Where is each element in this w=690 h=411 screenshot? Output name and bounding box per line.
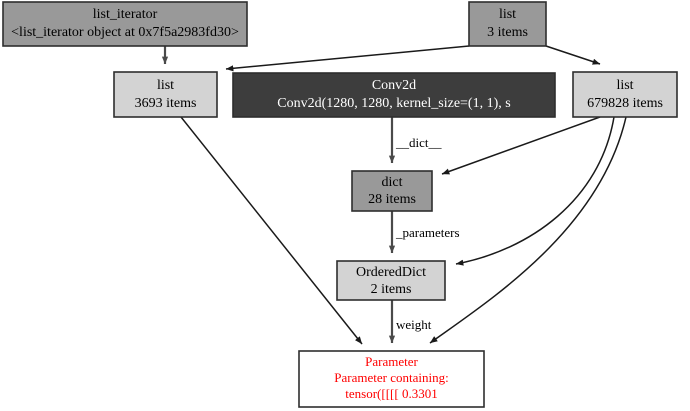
edge-list-3693-to-parameter [180, 116, 363, 345]
node-list-iterator[interactable]: list_iterator <list_iterator object at 0… [2, 1, 248, 47]
edge-list-3-to-list-3693 [225, 45, 470, 72]
node-layer: list_iterator <list_iterator object at 0… [2, 1, 678, 408]
node-conv2d[interactable]: Conv2d Conv2d(1280, 1280, kernel_size=(1… [232, 72, 556, 118]
node-list-3-items[interactable]: list 3 items [468, 1, 547, 47]
node-ordereddict-2-items[interactable]: OrderedDict 2 items [336, 260, 446, 301]
edge-label-weight: weight [396, 317, 432, 332]
node-list-679828-items-line1: list [616, 78, 633, 93]
node-list-3-items-line2: 3 items [487, 25, 528, 40]
node-parameter-line2: Parameter containing: [334, 370, 448, 385]
node-list-679828-items-line2: 679828 items [587, 96, 663, 111]
node-parameter[interactable]: Parameter Parameter containing: tensor([… [298, 350, 485, 408]
node-dict-28-items-line2: 28 items [368, 192, 416, 207]
node-list-iterator-line2: <list_iterator object at 0x7f5a2983fd30> [11, 25, 239, 40]
edge-label-layer: __dict__ _parameters weight [395, 135, 460, 332]
node-list-3693-items-line1: list [157, 78, 174, 93]
node-list-3693-items[interactable]: list 3693 items [113, 71, 218, 118]
node-dict-28-items[interactable]: dict 28 items [351, 170, 433, 212]
edge-label-dict: __dict__ [395, 135, 442, 150]
edge-list-679828-to-parameter [429, 116, 627, 344]
node-list-3693-items-line2: 3693 items [135, 96, 197, 111]
node-conv2d-line2: Conv2d(1280, 1280, kernel_size=(1, 1), s [277, 96, 510, 111]
node-parameter-line3: tensor([[[[ 0.3301 [345, 386, 437, 401]
node-parameter-line1: Parameter [365, 354, 418, 369]
edge-list-679828-to-dict [441, 116, 601, 175]
edge-list-679828-to-ordereddict [455, 116, 615, 266]
edge-layer [161, 45, 627, 345]
node-ordereddict-2-items-line1: OrderedDict [356, 265, 426, 280]
edge-list-3-to-list-679828 [545, 45, 601, 65]
edge-label-parameters: _parameters [395, 225, 460, 240]
node-ordereddict-2-items-line2: 2 items [371, 282, 412, 297]
node-list-iterator-line1: list_iterator [93, 7, 158, 22]
node-conv2d-line1: Conv2d [372, 78, 416, 93]
node-list-3-items-line1: list [499, 7, 516, 22]
node-dict-28-items-line1: dict [382, 175, 403, 190]
node-list-679828-items[interactable]: list 679828 items [572, 71, 678, 118]
